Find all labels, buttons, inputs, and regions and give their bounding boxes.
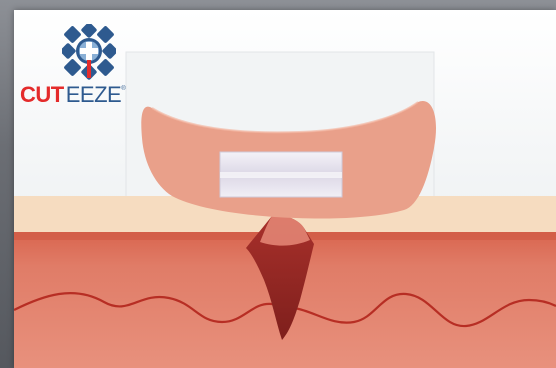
brand-logo: CUT EEZE ® — [20, 24, 140, 114]
brand-eeze-text: EEZE — [66, 82, 121, 108]
brand-cut-text: CUT — [20, 82, 64, 108]
bandage-pad-shine — [220, 172, 342, 178]
cross-shield-icon — [62, 24, 116, 80]
trademark-mark: ® — [121, 86, 125, 92]
brand-wordmark: CUT EEZE ® — [20, 82, 160, 108]
illustration-frame: CUT EEZE ® — [14, 10, 556, 368]
